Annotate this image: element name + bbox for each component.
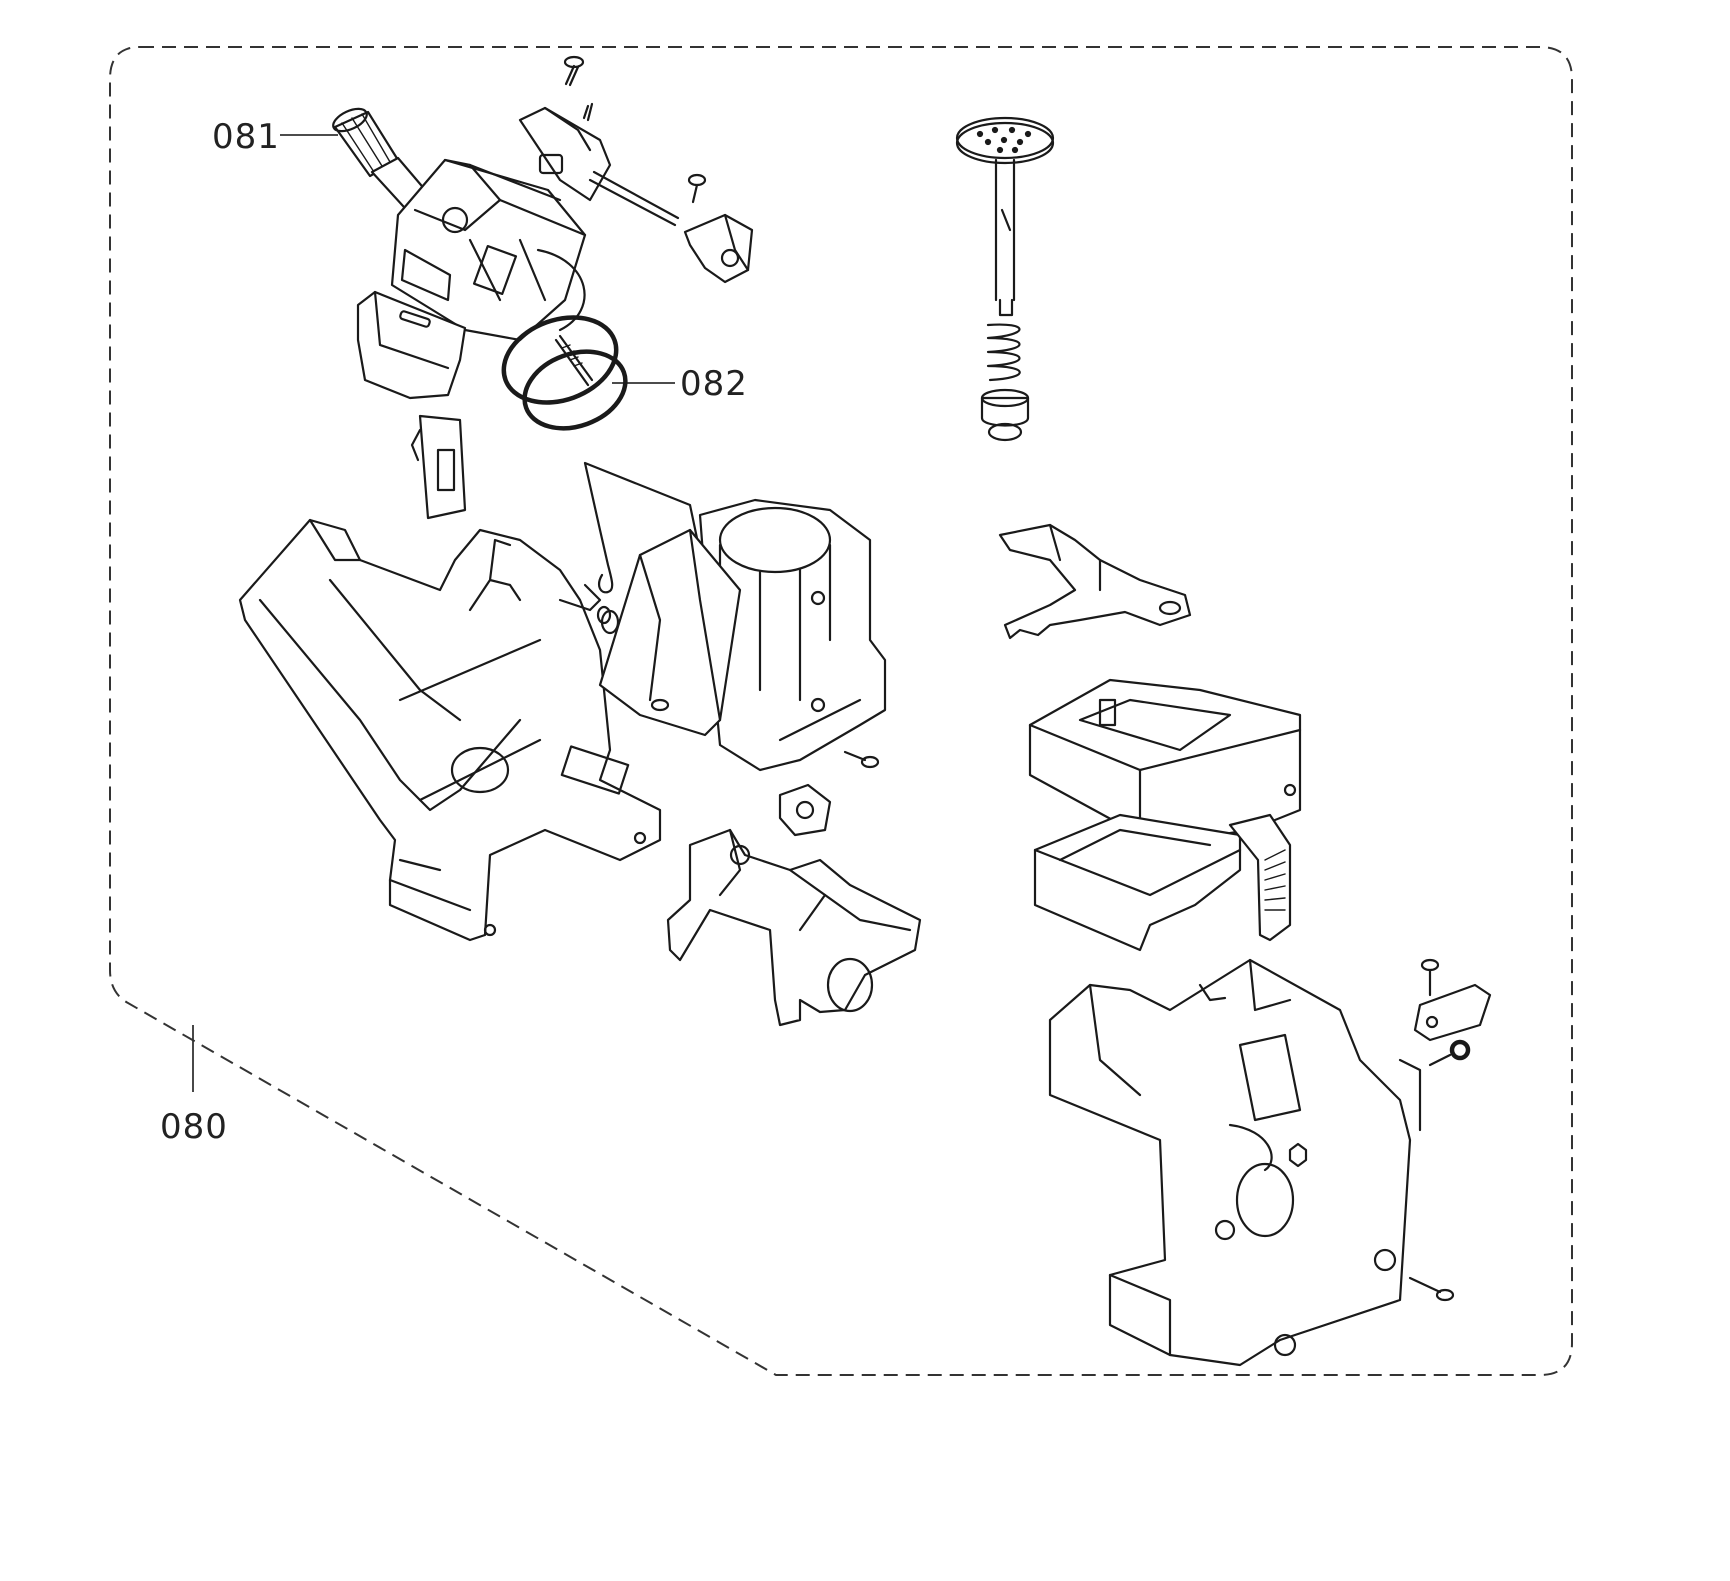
brew-door	[598, 528, 742, 737]
valve-block	[390, 158, 587, 342]
screw-center	[843, 750, 880, 769]
brew-housing	[698, 498, 887, 772]
brew-basket-upper	[1028, 678, 1302, 842]
side-cap	[683, 213, 754, 284]
small-plate	[410, 414, 467, 520]
part-082-gasket	[501, 315, 628, 431]
screw-top	[563, 55, 585, 87]
piston-cup	[980, 388, 1030, 442]
wire-right	[1198, 983, 1422, 1132]
latch-grip	[1228, 813, 1292, 942]
piston-shower	[955, 116, 1055, 317]
callout-label-080: 080	[160, 1107, 228, 1147]
screw-right-top	[1420, 958, 1440, 997]
small-spring-right	[1428, 1039, 1471, 1067]
spring	[986, 323, 1021, 382]
main-frame-right	[1048, 958, 1412, 1367]
brew-basket-lower	[1033, 813, 1242, 952]
pressure-switch	[518, 102, 680, 227]
main-frame-left	[238, 518, 662, 942]
assembly-boundary	[109, 46, 1573, 1376]
fork-lever	[998, 523, 1192, 640]
right-bracket	[1413, 983, 1492, 1042]
screw-right-bottom	[1408, 1276, 1455, 1302]
square-nut	[778, 783, 832, 837]
screw-mid	[687, 173, 707, 204]
front-cover	[356, 290, 467, 400]
callout-label-081: 081	[212, 117, 280, 157]
lever-arm	[666, 828, 922, 1027]
callout-label-082: 082	[680, 364, 748, 404]
